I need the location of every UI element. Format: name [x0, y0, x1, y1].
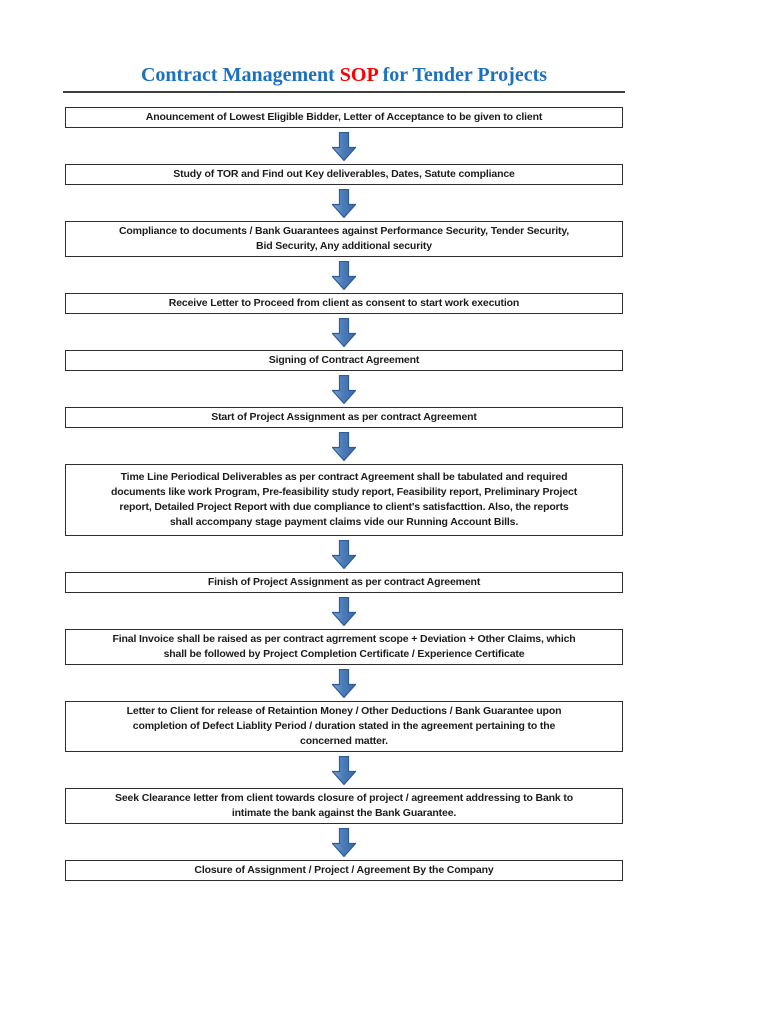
flow-step-3: Compliance to documents / Bank Guarantee… — [65, 221, 623, 257]
down-arrow-icon — [332, 668, 356, 698]
title-part-red: SOP — [339, 64, 378, 86]
title-part-blue-2: for Tender Projects — [382, 64, 548, 86]
flowchart: Anouncement of Lowest Eligible Bidder, L… — [65, 107, 623, 881]
flow-step-8: Finish of Project Assignment as per cont… — [65, 572, 623, 593]
down-arrow-icon — [332, 374, 356, 404]
flow-step-6: Start of Project Assignment as per contr… — [65, 407, 623, 428]
down-arrow-icon — [332, 260, 356, 290]
flow-step-9: Final Invoice shall be raised as per con… — [65, 629, 623, 665]
flow-step-5: Signing of Contract Agreement — [65, 350, 623, 371]
down-arrow-icon — [332, 317, 356, 347]
flow-step-4: Receive Letter to Proceed from client as… — [65, 293, 623, 314]
flow-step-12: Closure of Assignment / Project / Agreem… — [65, 860, 623, 881]
down-arrow-icon — [332, 596, 356, 626]
flow-step-1: Anouncement of Lowest Eligible Bidder, L… — [65, 107, 623, 128]
flow-step-7: Time Line Periodical Deliverables as per… — [65, 464, 623, 536]
down-arrow-icon — [332, 188, 356, 218]
down-arrow-icon — [332, 431, 356, 461]
down-arrow-icon — [332, 827, 356, 857]
down-arrow-icon — [332, 539, 356, 569]
title-part-blue-1: Contract Management — [140, 64, 335, 86]
title-underline — [63, 91, 625, 93]
flow-step-11: Seek Clearance letter from client toward… — [65, 788, 623, 824]
down-arrow-icon — [332, 131, 356, 161]
down-arrow-icon — [332, 755, 356, 785]
flow-step-10: Letter to Client for release of Retainti… — [65, 701, 623, 752]
flow-step-2: Study of TOR and Find out Key deliverabl… — [65, 164, 623, 185]
page-title: Contract Management SOP for Tender Proje… — [65, 62, 623, 88]
